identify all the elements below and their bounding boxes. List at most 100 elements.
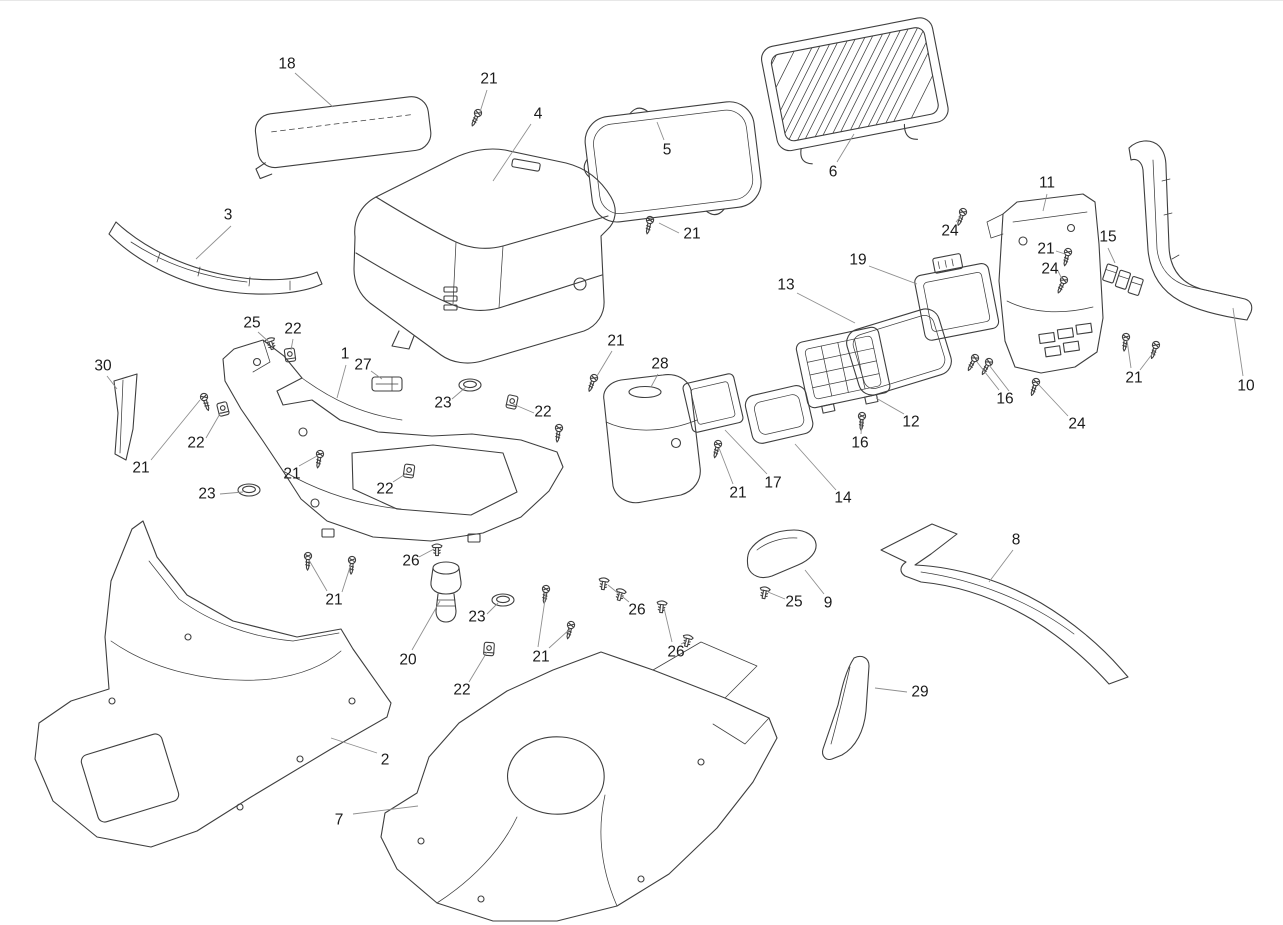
part-callout-20[interactable]: 20	[399, 652, 417, 669]
part-18-lid	[254, 96, 432, 180]
part-callout-28[interactable]: 28	[651, 356, 668, 373]
part-callout-4[interactable]: 4	[534, 106, 543, 123]
part-11-rear-panel	[986, 193, 1104, 374]
part-callout-21[interactable]: 21	[683, 226, 700, 243]
part-4-console-body	[353, 148, 616, 364]
clip-icon	[402, 463, 416, 479]
part-callout-22[interactable]: 22	[284, 321, 301, 338]
screw-icon	[1060, 247, 1073, 268]
part-callout-23[interactable]: 23	[434, 395, 451, 412]
part-callout-22[interactable]: 22	[187, 435, 204, 452]
part-callout-26[interactable]: 26	[667, 644, 684, 661]
grommet-icon	[491, 593, 515, 607]
part-callout-8[interactable]: 8	[1012, 532, 1021, 549]
screw-icon	[585, 372, 600, 394]
grommet-icon	[237, 483, 261, 497]
screw-icon	[198, 391, 213, 413]
fasteners	[198, 107, 1162, 657]
part-callout-21[interactable]: 21	[480, 71, 497, 88]
part-callout-16[interactable]: 16	[996, 391, 1013, 408]
clip-icon	[216, 400, 230, 418]
part-callout-21[interactable]: 21	[532, 649, 549, 666]
part-callout-3[interactable]: 3	[224, 207, 233, 224]
leader-lines	[106, 72, 1244, 815]
part-callout-23[interactable]: 23	[468, 609, 485, 626]
part-callout-21[interactable]: 21	[132, 460, 149, 477]
part-3-trim-strip	[108, 221, 323, 295]
part-callout-21[interactable]: 21	[283, 466, 300, 483]
part-30-strip	[113, 373, 138, 461]
part-callout-27[interactable]: 27	[354, 357, 371, 374]
clip-icon	[505, 394, 519, 410]
grommet-icon	[458, 378, 482, 392]
part-17-panel	[682, 373, 744, 433]
part-7-floor-console	[380, 641, 778, 922]
part-callout-21[interactable]: 21	[607, 333, 624, 350]
part-10-pillar-trim	[1128, 140, 1253, 321]
part-6-grille	[761, 17, 949, 165]
clip-icon	[483, 641, 495, 657]
part-callout-23[interactable]: 23	[198, 486, 215, 503]
part-callout-2[interactable]: 2	[381, 752, 390, 769]
part-callout-24[interactable]: 24	[1068, 416, 1086, 433]
part-callout-14[interactable]: 14	[834, 490, 852, 507]
part-callout-22[interactable]: 22	[534, 404, 551, 421]
part-callout-9[interactable]: 9	[824, 595, 833, 612]
part-callout-21[interactable]: 21	[325, 592, 342, 609]
screw-icon	[1027, 376, 1042, 398]
part-15-connectors	[1102, 263, 1144, 296]
part-callout-24[interactable]: 24	[941, 223, 959, 240]
part-callout-11[interactable]: 11	[1039, 175, 1055, 192]
push-pin-icon	[431, 543, 443, 557]
screw-icon	[303, 551, 313, 571]
part-29-strip	[822, 655, 870, 760]
part-callout-17[interactable]: 17	[764, 475, 781, 492]
part-callout-12[interactable]: 12	[902, 414, 919, 431]
part-callout-30[interactable]: 30	[94, 358, 112, 375]
part-28-pod	[603, 374, 701, 504]
push-pin-icon	[655, 599, 668, 614]
screw-icon	[313, 449, 325, 470]
part-callout-21[interactable]: 21	[1037, 241, 1054, 258]
part-callout-19[interactable]: 19	[849, 252, 866, 269]
part-callout-29[interactable]: 29	[911, 684, 928, 701]
part-12-vent-panel	[795, 326, 891, 414]
push-pin-icon	[597, 576, 610, 591]
part-callout-26[interactable]: 26	[628, 602, 645, 619]
screw-icon	[710, 439, 723, 460]
part-callout-25[interactable]: 25	[785, 594, 802, 611]
part-27-clip	[371, 376, 403, 392]
screw-icon	[978, 356, 995, 377]
part-callout-21[interactable]: 21	[1125, 370, 1142, 387]
part-callout-16[interactable]: 16	[851, 435, 868, 452]
part-1-dash-frame	[222, 339, 564, 543]
part-callout-10[interactable]: 10	[1237, 378, 1255, 395]
part-callout-5[interactable]: 5	[663, 142, 672, 159]
part-callout-1[interactable]: 1	[341, 346, 350, 363]
part-callout-15[interactable]: 15	[1099, 229, 1116, 246]
screw-icon	[552, 423, 564, 444]
part-callout-21[interactable]: 21	[729, 485, 746, 502]
part-callout-18[interactable]: 18	[278, 56, 295, 73]
part-callout-26[interactable]: 26	[402, 553, 419, 570]
part-5-gasket	[583, 101, 762, 223]
push-pin-icon	[263, 336, 278, 352]
part-callout-7[interactable]: 7	[335, 812, 344, 829]
part-callout-22[interactable]: 22	[453, 682, 470, 699]
part-8-sill-trim	[880, 523, 1129, 685]
part-callout-25[interactable]: 25	[243, 315, 260, 332]
part-2-floor-panel	[34, 520, 392, 848]
part-callout-13[interactable]: 13	[777, 277, 794, 294]
part-callout-22[interactable]: 22	[376, 481, 393, 498]
clip-icon	[283, 347, 297, 363]
part-19-door	[914, 253, 1000, 341]
screw-icon	[563, 620, 576, 641]
part-callout-6[interactable]: 6	[829, 164, 838, 181]
part-20-drain-valve	[430, 561, 462, 623]
part-callout-24[interactable]: 24	[1041, 261, 1059, 278]
part-9-scoop	[746, 529, 817, 579]
part-13-seal	[846, 308, 952, 396]
